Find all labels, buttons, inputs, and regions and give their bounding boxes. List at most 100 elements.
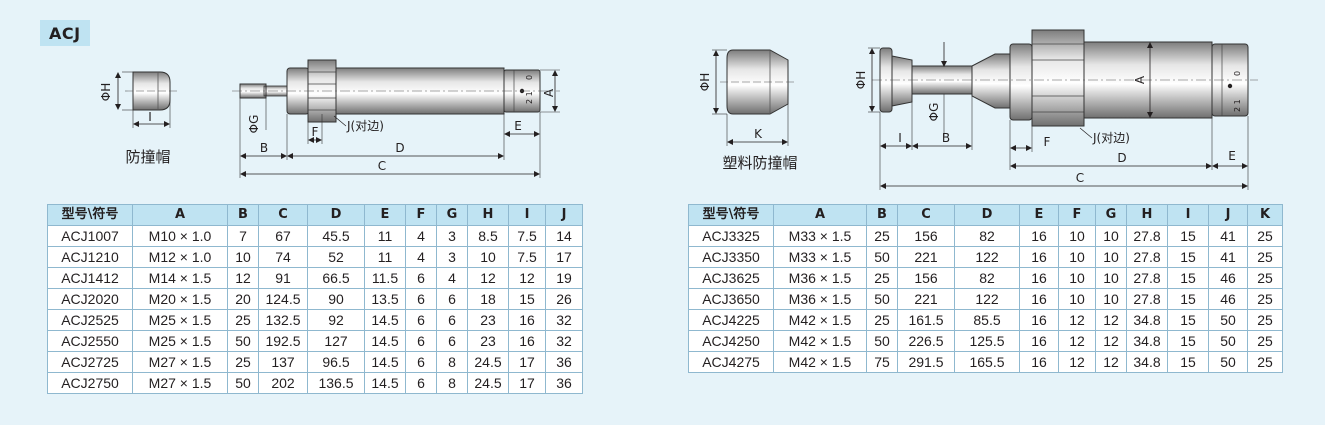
table-cell: 192.5 (258, 330, 308, 352)
column-header: C (897, 204, 955, 226)
table-cell: 23 (467, 309, 509, 331)
column-header: E (1019, 204, 1059, 226)
table-cell: 82 (954, 267, 1020, 289)
table-cell: 122 (954, 288, 1020, 310)
table-cell: 25 (227, 309, 259, 331)
table-cell: 19 (545, 267, 583, 289)
table-cell: 3 (436, 225, 468, 247)
table-cell: 96.5 (307, 351, 365, 373)
table-cell: 14 (545, 225, 583, 247)
table-cell: M20 × 1.5 (132, 288, 228, 310)
table-cell: 6 (405, 372, 437, 394)
table-cell: ACJ1412 (47, 267, 133, 289)
table-cell: M25 × 1.5 (132, 330, 228, 352)
table-cell: 136.5 (307, 372, 365, 394)
table-cell: ACJ3650 (688, 288, 774, 310)
table-cell: 12 (1095, 330, 1127, 352)
column-header: I (508, 204, 546, 226)
table-cell: 50 (1208, 330, 1248, 352)
dim-F-right: F (1044, 135, 1051, 149)
table-cell: 4 (405, 225, 437, 247)
table-cell: 50 (866, 330, 898, 352)
table-cell: 10 (1095, 267, 1127, 289)
table-cell: ACJ2525 (47, 309, 133, 331)
table-cell: ACJ2020 (47, 288, 133, 310)
table-cell: 10 (1058, 246, 1096, 268)
table-cell: ACJ1210 (47, 246, 133, 268)
table-cell: 6 (436, 330, 468, 352)
column-header: I (1167, 204, 1209, 226)
table-cell: 20 (227, 288, 259, 310)
table-cell: 6 (405, 267, 437, 289)
dim-E-right: E (1228, 149, 1236, 163)
table-cell: 10 (1095, 225, 1127, 247)
table-cell: ACJ4275 (688, 351, 774, 373)
table-cell: 90 (307, 288, 365, 310)
table-cell: 25 (1247, 330, 1283, 352)
table-cell: 4 (436, 267, 468, 289)
table-cell: M42 × 1.5 (773, 330, 867, 352)
table-cell: M42 × 1.5 (773, 351, 867, 373)
table-cell: 11.5 (364, 267, 406, 289)
column-header: D (954, 204, 1020, 226)
table-cell: 82 (954, 225, 1020, 247)
table-cell: ACJ1007 (47, 225, 133, 247)
table-cell: 12 (1058, 330, 1096, 352)
technical-drawings: ΦH I 防撞帽 2 1 0 A ΦG (99, 29, 1258, 190)
table-cell: 36 (545, 372, 583, 394)
table-cell: 91 (258, 267, 308, 289)
table-cell: 18 (467, 288, 509, 310)
table-cell: 132.5 (258, 309, 308, 331)
table-cell: 26 (545, 288, 583, 310)
table-cell: 67 (258, 225, 308, 247)
column-header: E (364, 204, 406, 226)
table-cell: 16 (508, 330, 546, 352)
dim-H-left: ΦH (99, 83, 113, 101)
table-cell: 16 (1019, 309, 1059, 331)
table-cell: 92 (307, 309, 365, 331)
table-cell: 52 (307, 246, 365, 268)
table-cell: 74 (258, 246, 308, 268)
table-cell: 6 (405, 309, 437, 331)
table-cell: 12 (1095, 351, 1127, 373)
table-cell: 25 (866, 267, 898, 289)
table-cell: 165.5 (954, 351, 1020, 373)
table-cell: 16 (1019, 225, 1059, 247)
table-cell: M27 × 1.5 (132, 351, 228, 373)
table-cell: 32 (545, 309, 583, 331)
dim-H-right-cap: ΦH (698, 73, 712, 91)
table-cell: 14.5 (364, 309, 406, 331)
column-header: C (258, 204, 308, 226)
dim-D-left: D (395, 141, 404, 155)
table-cell: 8 (436, 372, 468, 394)
table-cell: 50 (227, 330, 259, 352)
table-cell: 15 (1167, 246, 1209, 268)
table-cell: 15 (1167, 288, 1209, 310)
table-cell: 10 (1095, 288, 1127, 310)
table-cell: 127 (307, 330, 365, 352)
table-cell: 34.8 (1126, 330, 1168, 352)
table-cell: 50 (1208, 309, 1248, 331)
column-header: 型号\符号 (47, 204, 133, 226)
dim-K-right: K (754, 127, 763, 141)
dim-A-right: A (1133, 75, 1147, 84)
table-cell: 15 (1167, 267, 1209, 289)
column-header: F (1058, 204, 1096, 226)
dim-B-left: B (260, 141, 268, 155)
dim-J-right: J(对边) (1092, 131, 1130, 145)
dim-G-left: ΦG (247, 115, 261, 134)
column-header: J (1208, 204, 1248, 226)
dim-B-right: B (942, 131, 950, 145)
table-cell: 6 (405, 351, 437, 373)
dim-E-left: E (514, 119, 522, 133)
table-cell: 25 (1247, 225, 1283, 247)
table-cell: 36 (545, 351, 583, 373)
